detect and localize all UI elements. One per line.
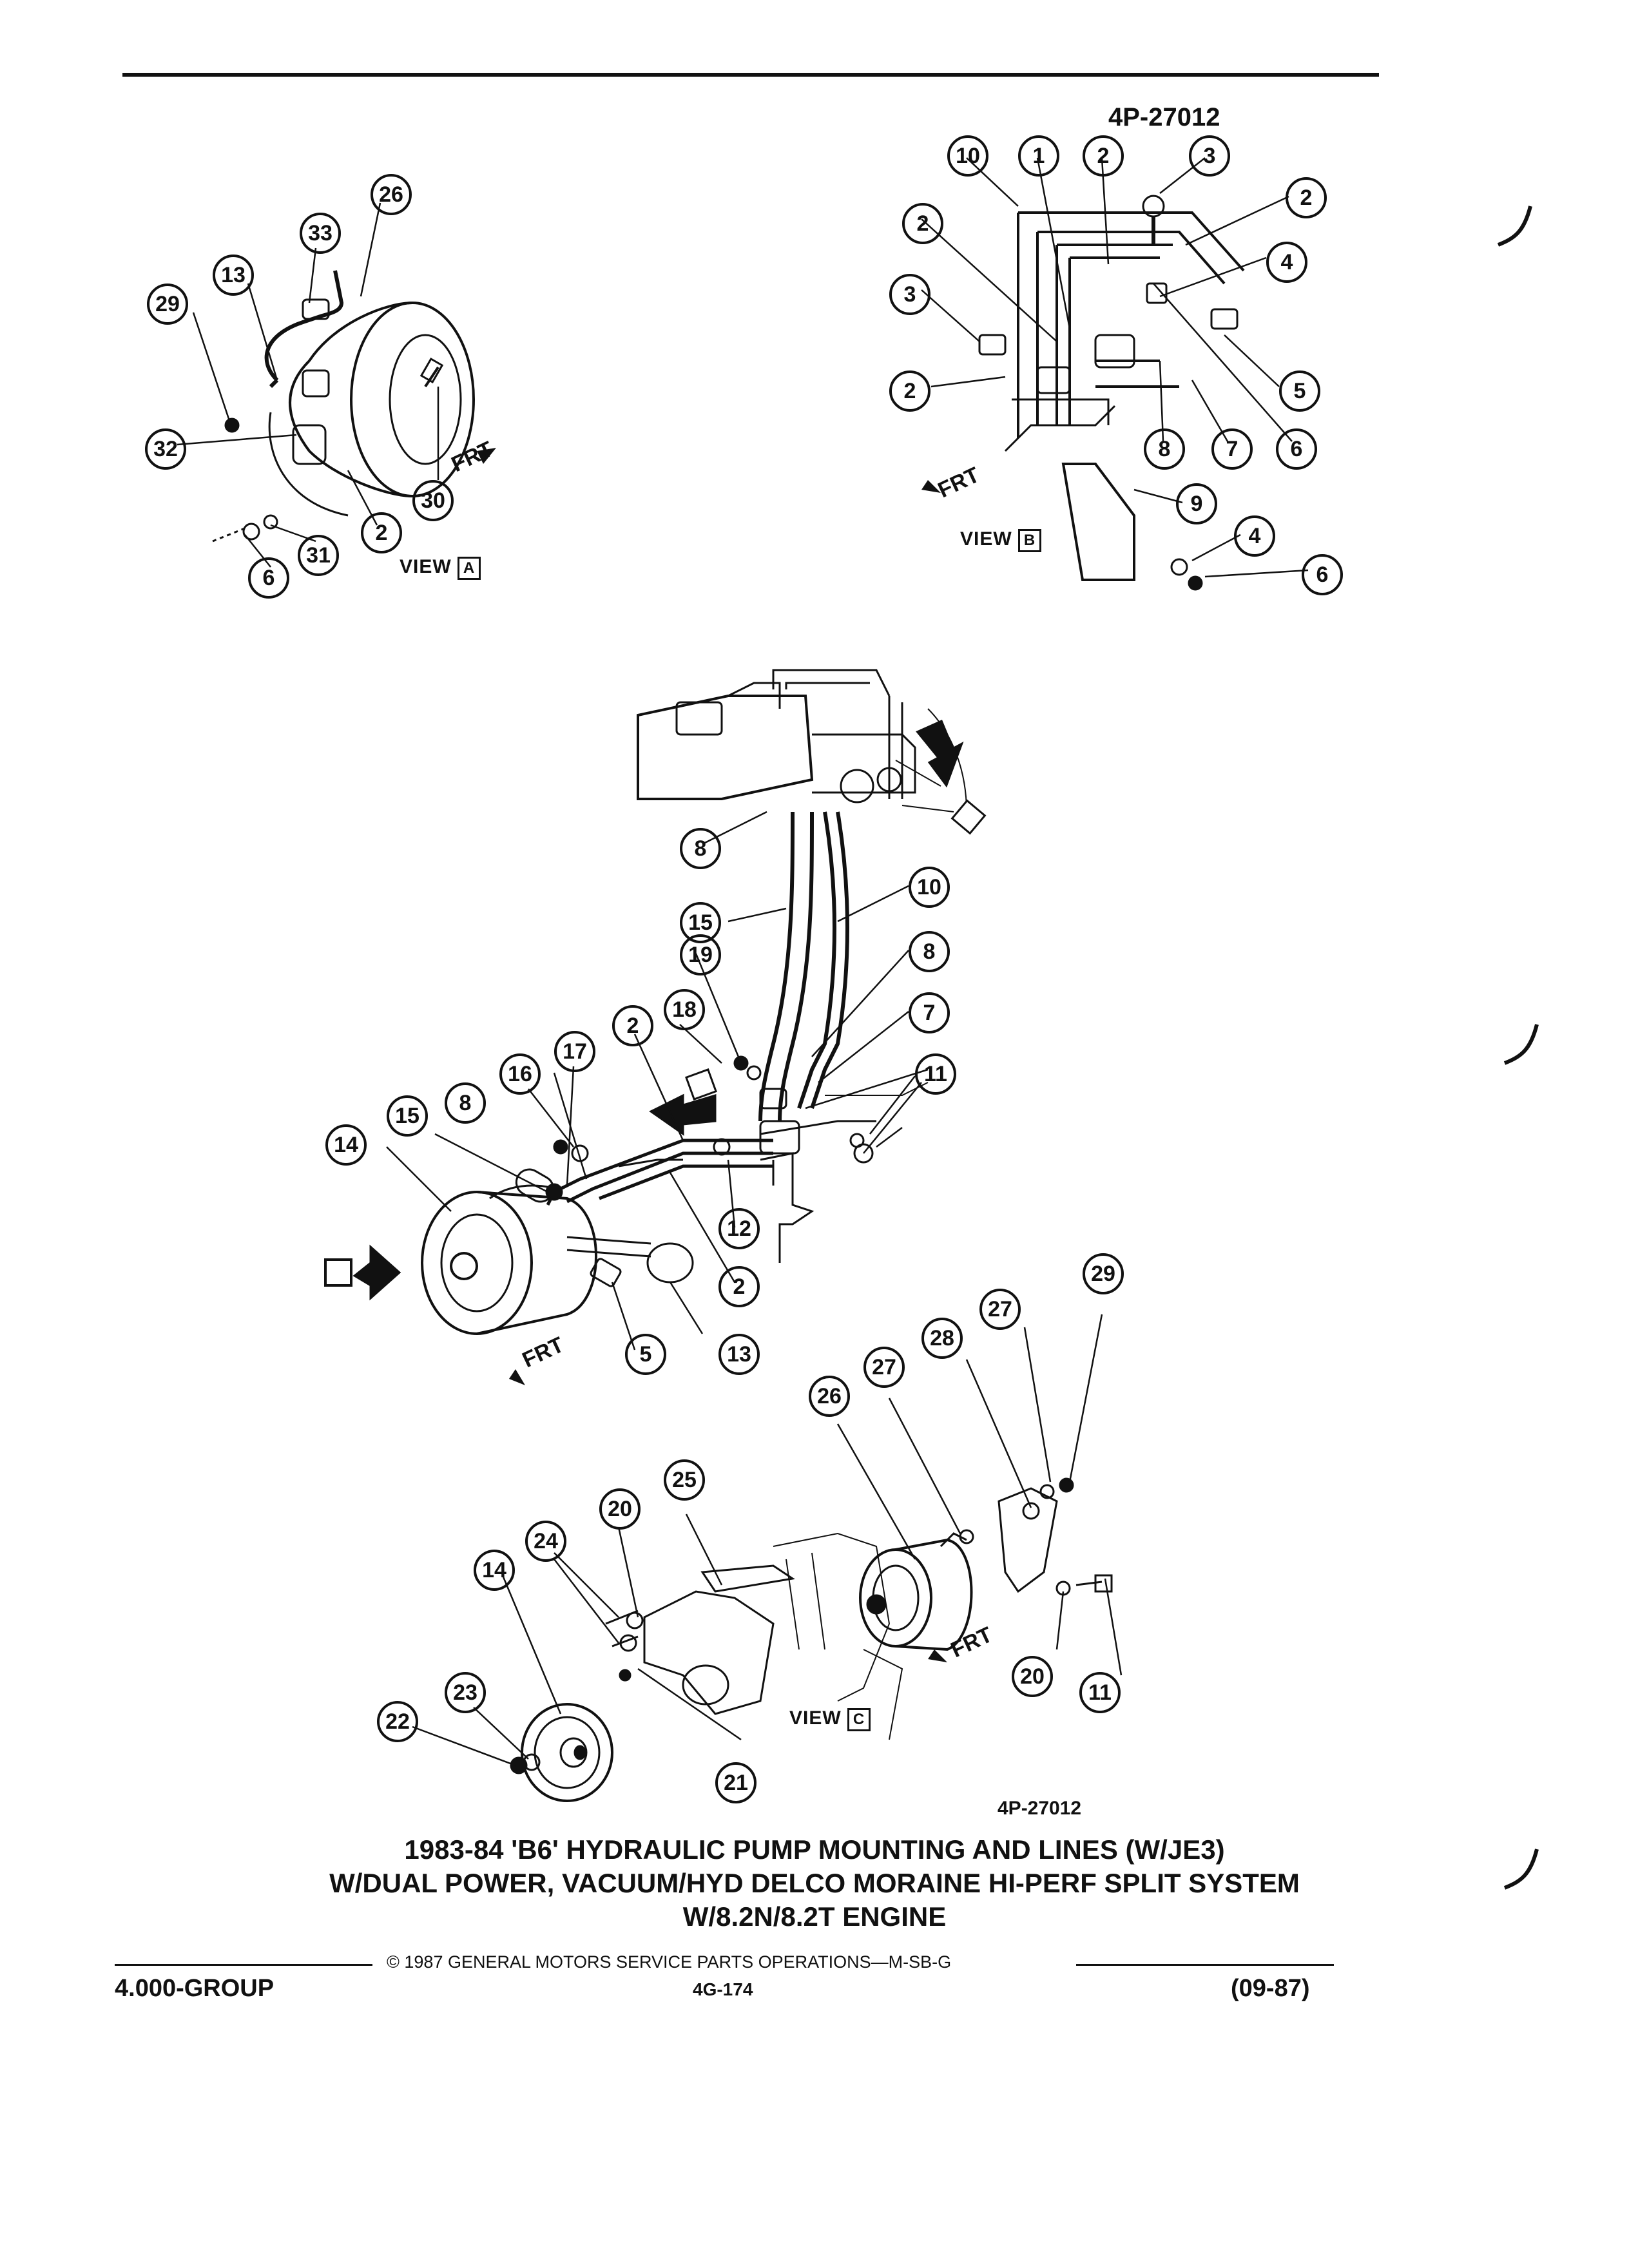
callout-33: 33 <box>300 213 341 254</box>
callout-26: 26 <box>371 174 412 215</box>
callout-18: 18 <box>664 989 705 1030</box>
callout-19: 19 <box>680 934 721 975</box>
callout-6: 6 <box>1276 428 1317 470</box>
callout-24: 24 <box>525 1521 566 1562</box>
view-a-label: VIEW A <box>400 556 481 580</box>
callout-13: 13 <box>213 255 254 296</box>
revision-date: (09-87) <box>1231 1975 1310 2002</box>
callout-7: 7 <box>909 992 950 1033</box>
callout-31: 31 <box>298 535 339 576</box>
callout-11: 11 <box>915 1053 956 1095</box>
callout-2: 2 <box>902 203 943 244</box>
callout-8: 8 <box>680 828 721 869</box>
callout-26: 26 <box>809 1376 850 1417</box>
callout-2: 2 <box>889 370 930 412</box>
binding-mark-3 <box>1503 1849 1539 1890</box>
callout-15: 15 <box>387 1095 428 1137</box>
view-a-letter-box: A <box>458 557 481 580</box>
callout-16: 16 <box>499 1053 541 1095</box>
callout-8: 8 <box>909 931 950 972</box>
callout-2: 2 <box>612 1005 653 1046</box>
callout-2: 2 <box>1083 135 1124 177</box>
callout-20: 20 <box>1012 1656 1053 1697</box>
callout-21: 21 <box>715 1762 757 1803</box>
view-b-drawing <box>978 195 1245 591</box>
callout-10: 10 <box>909 867 950 908</box>
callout-30: 30 <box>412 480 454 521</box>
callout-2: 2 <box>361 512 402 553</box>
callout-23: 23 <box>445 1672 486 1713</box>
callout-6: 6 <box>1302 554 1343 595</box>
view-b-label: VIEW B <box>960 528 1042 552</box>
callout-20: 20 <box>599 1488 641 1530</box>
callout-25: 25 <box>664 1459 705 1501</box>
view-c-label: VIEW C <box>789 1707 871 1731</box>
view-c-drawing <box>510 1477 1113 1802</box>
binding-mark-1 <box>1497 206 1532 247</box>
callout-3: 3 <box>1189 135 1230 177</box>
callout-1: 1 <box>1018 135 1059 177</box>
binding-mark-2 <box>1503 1024 1539 1065</box>
top-rule <box>122 73 1379 77</box>
callout-8: 8 <box>1144 428 1185 470</box>
callout-14: 14 <box>325 1124 367 1166</box>
callout-5: 5 <box>1279 370 1320 412</box>
callout-4: 4 <box>1234 515 1275 557</box>
callout-3: 3 <box>889 274 930 315</box>
callout-17: 17 <box>554 1031 595 1072</box>
view-a-drawing <box>212 270 475 543</box>
figure-code-bottom: 4P-27012 <box>998 1798 1082 1819</box>
figure-caption-line-2: W/DUAL POWER, VACUUM/HYD DELCO MORAINE H… <box>329 1868 1300 1898</box>
callout-29: 29 <box>1083 1253 1124 1294</box>
view-b-pointer-arrow <box>916 720 987 835</box>
leader-lines <box>177 157 1309 1767</box>
callout-7: 7 <box>1211 428 1253 470</box>
callout-29: 29 <box>147 284 188 325</box>
frt-arrows <box>477 448 947 1662</box>
figure-code-top: 4P-27012 <box>1108 103 1220 131</box>
main-assembly-drawing <box>421 669 967 1335</box>
footer-rule-right <box>1076 1964 1334 1966</box>
callout-12: 12 <box>718 1208 760 1249</box>
callout-5: 5 <box>625 1334 666 1375</box>
callout-4: 4 <box>1266 242 1307 283</box>
view-b-letter-box: B <box>1018 529 1042 552</box>
group-number: 4.000-GROUP <box>115 1975 275 2002</box>
page-number: 4G-174 <box>693 1979 753 1999</box>
figure-caption-line-3: W/8.2N/8.2T ENGINE <box>682 1901 947 1932</box>
callout-22: 22 <box>377 1701 418 1742</box>
callout-32: 32 <box>145 428 186 470</box>
footer-rule-left <box>115 1964 372 1966</box>
callout-9: 9 <box>1176 483 1217 524</box>
callout-27: 27 <box>863 1347 905 1388</box>
callout-14: 14 <box>474 1550 515 1591</box>
view-c-letter-box: C <box>847 1708 871 1731</box>
callout-2: 2 <box>1286 177 1327 218</box>
figure-caption-line-1: 1983-84 'B6' HYDRAULIC PUMP MOUNTING AND… <box>404 1834 1225 1865</box>
callout-8: 8 <box>445 1082 486 1124</box>
callout-28: 28 <box>921 1318 963 1359</box>
callout-6: 6 <box>248 557 289 599</box>
callout-27: 27 <box>979 1289 1021 1330</box>
callout-11: 11 <box>1079 1672 1121 1713</box>
callout-13: 13 <box>718 1334 760 1375</box>
callout-2: 2 <box>718 1266 760 1307</box>
view-c-pointer-arrow <box>324 1244 401 1301</box>
view-a-pointer-arrow <box>649 1068 717 1136</box>
copyright-text: © 1987 GENERAL MOTORS SERVICE PARTS OPER… <box>387 1952 952 1972</box>
callout-10: 10 <box>947 135 988 177</box>
